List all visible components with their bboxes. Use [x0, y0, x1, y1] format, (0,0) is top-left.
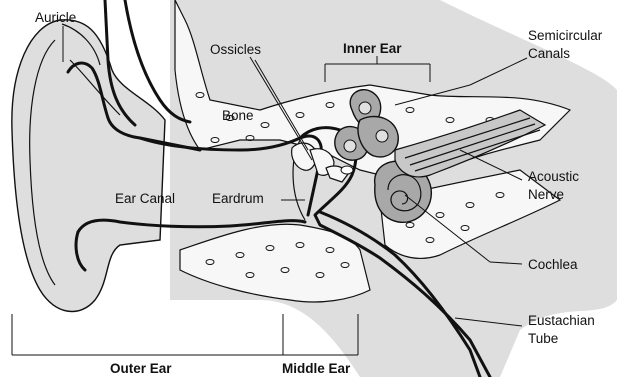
- label-acoustic: Acoustic: [528, 169, 579, 184]
- label-bone: Bone: [222, 108, 254, 123]
- label-eardrum: Eardrum: [212, 191, 264, 206]
- label-semicircular: Semicircular: [528, 28, 603, 43]
- label-eustachian: Eustachian: [528, 313, 595, 328]
- label-middle-ear: Middle Ear: [282, 361, 351, 376]
- label-cochlea: Cochlea: [528, 257, 578, 272]
- label-nerve: Nerve: [528, 187, 564, 202]
- label-outer-ear: Outer Ear: [110, 361, 172, 376]
- outer-middle-ear-bracket: [12, 314, 358, 355]
- label-inner-ear: Inner Ear: [343, 41, 402, 56]
- label-ear-canal: Ear Canal: [115, 191, 175, 206]
- label-canals: Canals: [528, 46, 570, 61]
- label-auricle: Auricle: [35, 10, 76, 25]
- label-ossicles: Ossicles: [210, 42, 261, 57]
- label-tube: Tube: [528, 331, 558, 346]
